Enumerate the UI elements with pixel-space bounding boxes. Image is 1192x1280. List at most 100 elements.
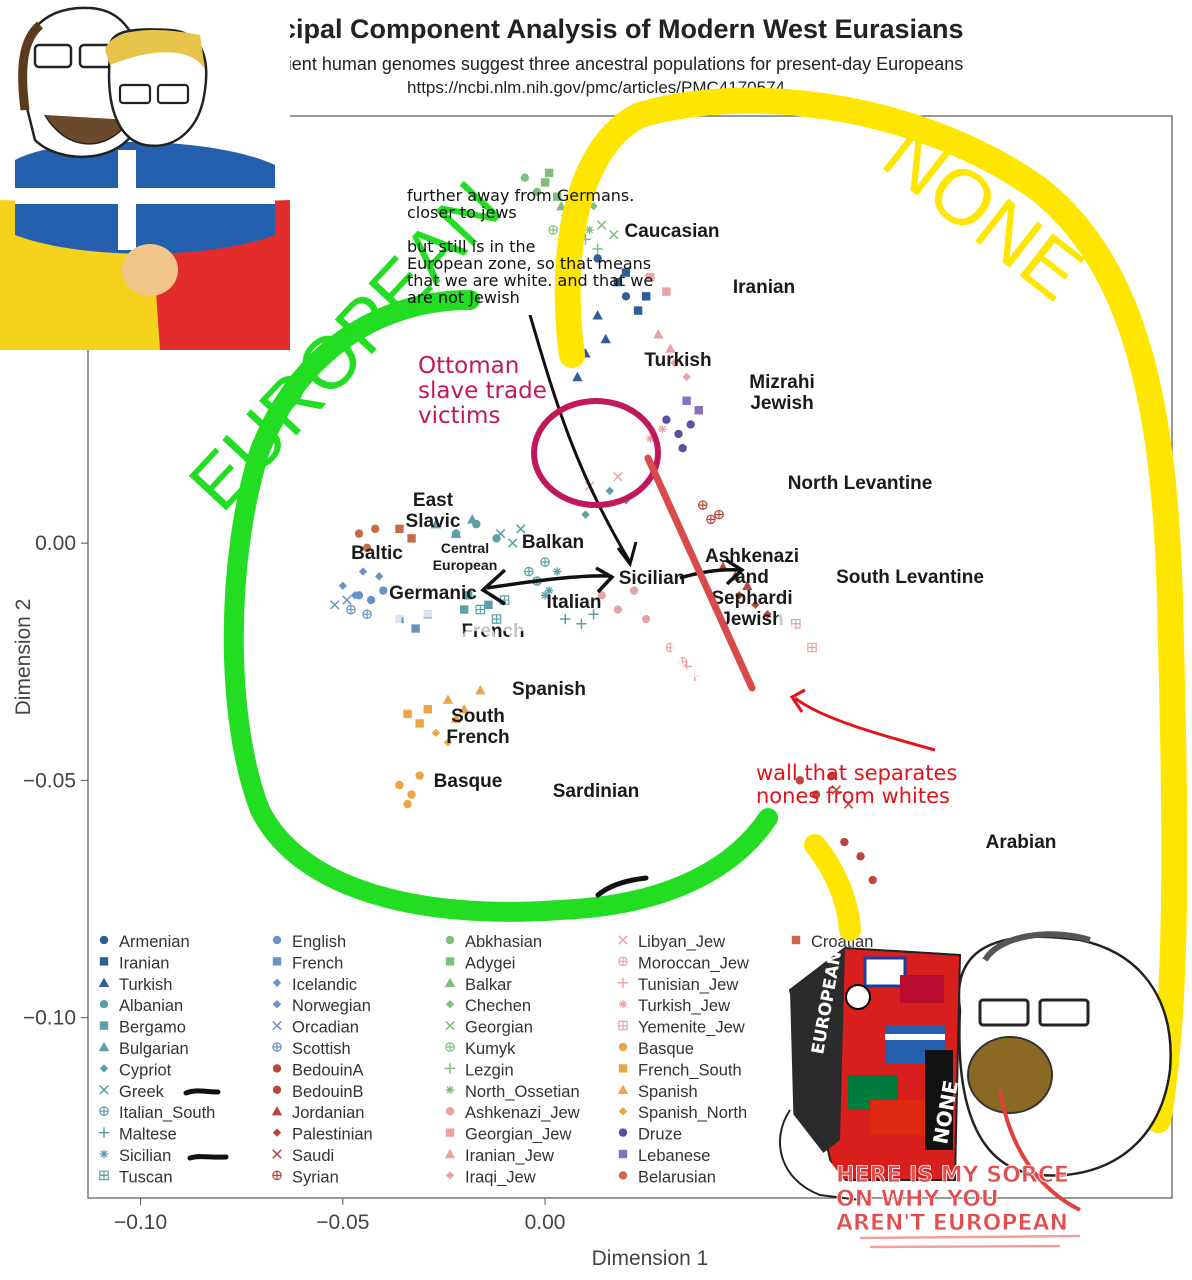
point-yemenite-jew [807,642,817,653]
legend-label-kumyk: Kumyk [465,1040,516,1058]
angry-glasses-right [1038,998,1090,1027]
point-bedouinb [868,875,877,885]
legend-marker-balkar [444,977,456,987]
region-label-basque: Basque [434,771,503,792]
legend-marker-italian-south [99,1106,109,1116]
point-armenian [593,254,602,263]
finland-flag [863,956,907,988]
underline-strokes [859,1234,1081,1249]
point-yemenite-jew [791,618,801,629]
region-label-ashkenazi-and-sephardi-jewish: Sephardi [711,588,792,609]
greek-flag-stripe [885,1034,945,1040]
point-maltese [576,618,587,629]
legend-label-georgian: Georgian [465,1019,533,1037]
point-croatian [395,524,404,534]
legend-marker-chechen [445,1000,455,1009]
legend-marker-moroccan-jew [618,956,628,967]
source-label: AREN'T EUROPEAN [836,1211,1068,1236]
legend-label-armenian: Armenian [119,933,190,951]
germans-note: that we are white. and that we [407,271,653,290]
point-lebanese [682,396,691,405]
legend-label-bedouina: BedouinA [292,1061,364,1079]
point-tuscan [475,604,486,615]
point-ashkenazi-jew [597,591,606,600]
wall-pointer-arrowhead [789,688,806,713]
point-english [379,586,388,595]
point-turkish [572,371,583,382]
point-iranian [641,292,651,301]
point-georgian [596,220,607,230]
point-kumyk [548,225,558,235]
region-label-sicilian: Sicilian [619,568,686,589]
legend-marker-georgian [445,1020,455,1031]
point-spanish-north [443,738,453,747]
greek-flag-cross [118,150,136,250]
legend-marker-iranian [99,957,109,966]
legend-marker-bergamo [99,1021,109,1030]
region-label-italian: Italian [547,592,602,613]
germans-note: closer to jews [407,203,517,222]
legend-label-albanian: Albanian [119,997,183,1015]
legend-marker-basque [618,1042,628,1052]
point-syrian [706,514,716,525]
legend-marker-english [272,935,282,945]
note-pointer-line [528,314,632,563]
region-label-north-levantine: North Levantine [788,473,933,494]
legend-label-sicilian: Sicilian [119,1147,171,1165]
point-syrian [714,509,724,520]
legend-label-libyan-jew: Libyan_Jew [638,933,725,951]
legend-marker-syrian [272,1170,282,1181]
region-label-turkish: Turkish [644,350,711,371]
none-zone-loop-tail [804,834,861,941]
region-label-south-french: French [446,727,509,748]
legend-marker-bulgarian [98,1041,110,1052]
point-english [366,595,376,605]
point-turkish [592,310,603,320]
ottoman-label: Ottoman [418,353,519,379]
point-spanish-north [431,728,441,738]
legend-marker-lebanese [618,1149,628,1159]
legend-label-scottish: Scottish [292,1040,351,1058]
legend-marker-jordanian [271,1106,283,1116]
point-georgian-jew [662,287,671,296]
point-greek [507,538,518,548]
legend-label-orcadian: Orcadian [292,1019,359,1037]
legend-label-icelandic: Icelandic [292,976,357,994]
point-maltese [588,609,599,620]
arrow-germanic-sicilian [486,574,611,590]
point-cypriot [581,510,590,519]
legend-marker-spanish-north [618,1107,628,1116]
greek-flag-stripe [15,188,275,204]
x-axis-label: Dimension 1 [592,1247,709,1270]
region-label-ashkenazi-and-sephardi-jewish: Ashkenazi [705,546,799,567]
book-none-band [925,1050,953,1150]
norway-flag [900,975,944,1003]
legend-marker-french-south [618,1064,628,1073]
point-saudi [831,785,842,795]
point-tunisian-jew [689,670,700,682]
source-label: ON WHY YOU [836,1187,999,1212]
long-hair [18,21,44,111]
legend-label-french: French [292,954,343,972]
point-druze [686,420,695,429]
region-label-spanish: Spanish [512,679,586,700]
region-label-central-european: European [433,557,498,573]
point-italian-south [524,566,534,577]
legend-marker-tuscan [99,1170,109,1181]
legend-marker-cypriot [99,1064,109,1073]
point-orcadian [330,600,340,610]
legend-marker-spanish [617,1084,629,1094]
point-ashkenazi-jew [629,586,639,595]
point-belarusian [362,543,372,553]
point-basque [407,790,416,799]
point-iraqi-jew [670,358,679,367]
legend-marker-north-ossetian [445,1085,455,1094]
point-georgian [609,229,619,240]
legend-label-druze: Druze [638,1126,682,1144]
legend-label-maltese: Maltese [119,1126,177,1144]
legend-label-iranian-jew: Iranian_Jew [465,1147,554,1165]
region-label-french: French [461,621,524,642]
point-orcadian [342,595,352,605]
